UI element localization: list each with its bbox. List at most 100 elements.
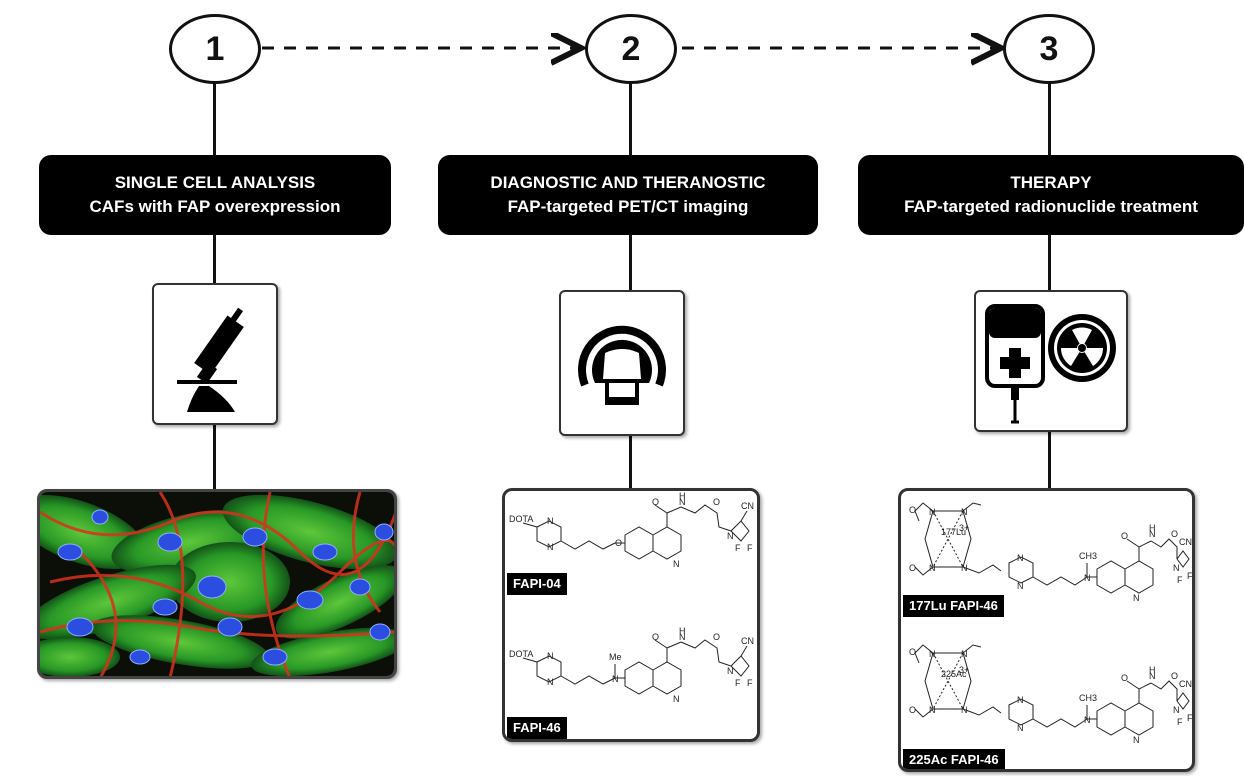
cn-group: CN <box>1179 537 1192 547</box>
atom-o: O <box>652 497 659 507</box>
atom-n: N <box>961 705 968 715</box>
atom-n: N <box>1017 695 1024 705</box>
atom-n: N <box>1173 705 1180 715</box>
atom-o: O <box>909 705 916 715</box>
fapi-04-label: FAPI-04 <box>507 573 567 595</box>
atom-f: F <box>1177 575 1183 585</box>
atom-n: N <box>547 542 554 552</box>
atom-n: N <box>1173 563 1180 573</box>
step-subtitle: FAP-targeted radionuclide treatment <box>904 197 1198 216</box>
fapi-46-label: FAPI-46 <box>507 717 567 739</box>
step-number: 2 <box>621 29 641 68</box>
atom-n: N <box>929 563 936 573</box>
atom-n: N <box>1133 735 1140 745</box>
charge-label: 3+ <box>959 665 969 675</box>
step-2-circle: 2 <box>585 14 677 84</box>
lu177-fapi-46-structure: 177Lu 3+ CH3 N N N N O O N N N O N H O N… <box>909 502 1193 603</box>
atom-n: N <box>929 507 936 517</box>
atom-n: N <box>1133 593 1140 603</box>
methyl-label: CH3 <box>1079 551 1097 561</box>
methyl-label: Me <box>609 652 622 662</box>
step-1-banner: SINGLE CELL ANALYSIS CAFs with FAP overe… <box>39 155 391 235</box>
atom-n: N <box>1149 671 1156 681</box>
atom-f: F <box>735 678 741 688</box>
microscope-icon-box <box>152 283 278 425</box>
microscope-icon <box>177 307 244 412</box>
step-3-circle: 3 <box>1003 14 1095 84</box>
cell-micrograph-panel <box>37 489 397 679</box>
iv-bag-radiation-icon <box>984 304 1116 424</box>
atom-n: N <box>1084 573 1091 583</box>
atom-f: F <box>1187 713 1193 723</box>
step-subtitle: CAFs with FAP overexpression <box>89 197 341 216</box>
ac225-fapi-46-structure: 225Ac 3+ CH3 N N N N O O N N N O N H O N… <box>909 644 1193 745</box>
dota-label: DOTA <box>509 649 533 659</box>
vline-3 <box>1048 82 1051 492</box>
pet-ct-scanner-icon <box>578 325 666 405</box>
atom-n: N <box>929 649 936 659</box>
atom-o: O <box>1171 529 1178 539</box>
cn-group: CN <box>741 501 754 511</box>
atom-n: N <box>1017 581 1024 591</box>
atom-o: O <box>615 538 622 548</box>
atom-n: N <box>673 694 680 704</box>
step-3-banner: THERAPY FAP-targeted radionuclide treatm… <box>858 155 1244 235</box>
atom-n: N <box>673 559 680 569</box>
atom-f: F <box>747 678 753 688</box>
step-1-circle: 1 <box>169 14 261 84</box>
atom-o: O <box>909 563 916 573</box>
atom-o: O <box>713 632 720 642</box>
step-2-banner: DIAGNOSTIC AND THERANOSTIC FAP-targeted … <box>438 155 818 235</box>
atom-n: N <box>1017 723 1024 733</box>
charge-label: 3+ <box>959 523 969 533</box>
atom-o: O <box>909 647 916 657</box>
step-title: DIAGNOSTIC AND THERANOSTIC <box>490 173 766 192</box>
atom-h: H <box>1149 523 1156 533</box>
atom-o: O <box>1121 673 1128 683</box>
pet-ct-icon-box <box>559 290 685 436</box>
fluorescence-cells-image <box>40 492 394 676</box>
fapi-04-structure: DOTA N N O O N H O N CN F F N <box>509 491 754 569</box>
step-subtitle: FAP-targeted PET/CT imaging <box>507 197 749 216</box>
atom-n: N <box>929 705 936 715</box>
atom-o: O <box>909 505 916 515</box>
metal-label: 225Ac <box>941 669 967 679</box>
vline-2 <box>629 82 632 488</box>
step-title: THERAPY <box>1010 173 1092 192</box>
methyl-label: CH3 <box>1079 693 1097 703</box>
step-title: SINGLE CELL ANALYSIS <box>114 173 316 192</box>
atom-n: N <box>1149 529 1156 539</box>
atom-f: F <box>1177 717 1183 727</box>
atom-o: O <box>1121 531 1128 541</box>
atom-n: N <box>1084 715 1091 725</box>
atom-n: N <box>961 563 968 573</box>
atom-h: H <box>1149 665 1156 675</box>
atom-f: F <box>747 543 753 553</box>
atom-n: N <box>547 516 554 526</box>
atom-n: N <box>547 677 554 687</box>
atom-h: H <box>679 626 686 636</box>
atom-n: N <box>1017 553 1024 563</box>
dota-label: DOTA <box>509 514 533 524</box>
ac225-fapi-46-label: 225Ac FAPI-46 <box>903 749 1005 769</box>
atom-n: N <box>961 649 968 659</box>
atom-h: H <box>679 491 686 501</box>
lu177-fapi-46-label: 177Lu FAPI-46 <box>903 595 1004 617</box>
atom-n: N <box>727 531 734 541</box>
metal-label: 177Lu <box>941 527 966 537</box>
atom-o: O <box>713 497 720 507</box>
atom-f: F <box>1187 571 1193 581</box>
step-number: 3 <box>1039 29 1059 68</box>
cn-group: CN <box>741 636 754 646</box>
atom-n: N <box>612 674 619 684</box>
atom-n: N <box>547 651 554 661</box>
atom-o: O <box>652 632 659 642</box>
therapy-icon-box <box>974 290 1128 432</box>
atom-n: N <box>961 507 968 517</box>
atom-o: O <box>1171 671 1178 681</box>
fapi-46-structure: DOTA Me N N N O N H O N CN F F N <box>509 626 754 704</box>
radiolabeled-fapi-panel: 177Lu 3+ CH3 N N N N O O N N N O N H O N… <box>898 488 1195 772</box>
cn-group: CN <box>1179 679 1192 689</box>
step-number: 1 <box>205 29 225 68</box>
